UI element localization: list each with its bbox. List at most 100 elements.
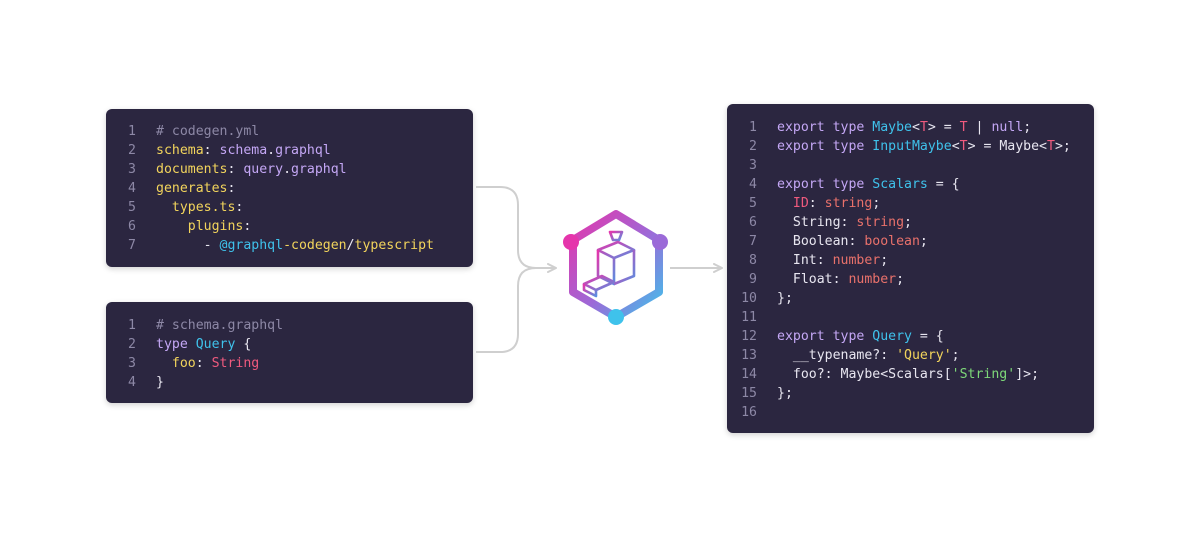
code-line: 15}; [727, 384, 1094, 403]
code-line: 14 foo?: Maybe<Scalars['String']>; [727, 365, 1094, 384]
line-number: 14 [741, 367, 757, 382]
line-number: 6 [128, 219, 136, 234]
code-text: schema: schema.graphql [156, 141, 331, 160]
code-token: . [267, 143, 276, 158]
code-text: export type InputMaybe<T> = Maybe<T>; [777, 137, 1071, 156]
code-token: ; [1023, 120, 1032, 135]
code-token: T [959, 139, 968, 154]
line-number: 2 [128, 337, 136, 352]
code-token: String [211, 356, 260, 371]
code-token: T [1047, 139, 1055, 154]
line-number: 3 [128, 162, 136, 177]
code-token: schema [156, 143, 204, 158]
code-line: 5 ID: string; [727, 194, 1094, 213]
code-token: Query [872, 329, 912, 344]
code-token: }; [777, 291, 793, 306]
code-token: foo?: Maybe<Scalars[ [777, 367, 952, 382]
code-token: export type [777, 120, 873, 135]
code-text: types.ts: [156, 198, 243, 217]
logo-hexagon [569, 210, 663, 321]
code-text: type Query { [156, 335, 251, 354]
code-token: ; [880, 253, 889, 268]
code-token: String: [777, 215, 857, 230]
graphql-codegen-logo [563, 210, 668, 325]
code-token: query [243, 162, 284, 177]
logo-node-left [563, 234, 579, 250]
line-number: 2 [128, 143, 136, 158]
code-token: type [156, 337, 196, 352]
code-token: : [808, 196, 825, 211]
code-token: | [967, 120, 992, 135]
line-number: 1 [128, 124, 136, 139]
code-token: foo [156, 356, 196, 371]
code-token: export type [777, 139, 873, 154]
line-number: 1 [749, 120, 757, 135]
code-token: ID [792, 196, 809, 211]
code-token: typescript [354, 238, 434, 253]
code-token: types.ts [156, 200, 236, 215]
code-token: : [195, 356, 212, 371]
code-text: Float: number; [777, 270, 904, 289]
logo-node-bottom [608, 309, 624, 325]
code-token: number [832, 253, 881, 268]
code-line: 6 String: string; [727, 213, 1094, 232]
code-token: < [911, 120, 920, 135]
connector-from-codegen [476, 186, 557, 273]
code-text: foo?: Maybe<Scalars['String']>; [777, 365, 1039, 384]
code-token: = { [927, 177, 960, 192]
code-text: - @graphql-codegen/typescript [156, 236, 434, 255]
code-token: . [283, 162, 292, 177]
code-token: graphql [275, 143, 331, 158]
logo-machine-icon [582, 230, 636, 298]
code-line: 6 plugins: [106, 217, 473, 236]
code-text: foo: String [156, 354, 259, 373]
line-number: 3 [749, 158, 757, 173]
code-token: > = [927, 120, 960, 135]
code-token: export type [777, 329, 873, 344]
schema-graphql-panel: 1# schema.graphql 2 type Query {3 foo: Str… [106, 302, 473, 403]
code-token: ; [904, 215, 912, 230]
code-token: string [856, 215, 905, 230]
line-number: 10 [741, 291, 757, 306]
code-token: ]>; [1015, 367, 1040, 382]
code-token: number [848, 272, 897, 287]
code-text: }; [777, 289, 793, 308]
line-number: 5 [128, 200, 136, 215]
connector-from-schema [476, 267, 537, 353]
code-text: generates: [156, 179, 235, 198]
code-token: ; [872, 196, 881, 211]
code-token: InputMaybe [872, 139, 952, 154]
code-token: : [203, 143, 220, 158]
code-line: 1 # codegen.yml [106, 122, 473, 141]
code-token: export type [777, 177, 873, 192]
code-text: plugins: [156, 217, 252, 236]
code-text: Boolean: boolean; [777, 232, 928, 251]
line-number: 9 [749, 272, 757, 287]
code-line: 2 type Query { [106, 335, 473, 354]
code-token: : [243, 219, 252, 234]
code-token: ; [919, 234, 928, 249]
code-text: documents: query.graphql [156, 160, 347, 179]
code-line: 1# schema.graphql [106, 316, 473, 335]
line-number: 5 [749, 196, 757, 211]
code-line: 7 Boolean: boolean; [727, 232, 1094, 251]
code-token: -codegen [283, 238, 347, 253]
code-token: # codegen.yml [156, 124, 260, 139]
code-line: 5 types.ts: [106, 198, 473, 217]
code-token: / [346, 238, 355, 253]
code-text: ID: string; [777, 194, 880, 213]
code-line: 2 schema: schema.graphql [106, 141, 473, 160]
code-line: 10}; [727, 289, 1094, 308]
code-line: 3 foo: String [106, 354, 473, 373]
line-number: 4 [128, 375, 136, 390]
code-token: @graphql [219, 238, 284, 253]
code-token: 'String' [951, 367, 1016, 382]
code-text: String: string; [777, 213, 912, 232]
code-token: Boolean: [777, 234, 865, 249]
line-number: 2 [749, 139, 757, 154]
